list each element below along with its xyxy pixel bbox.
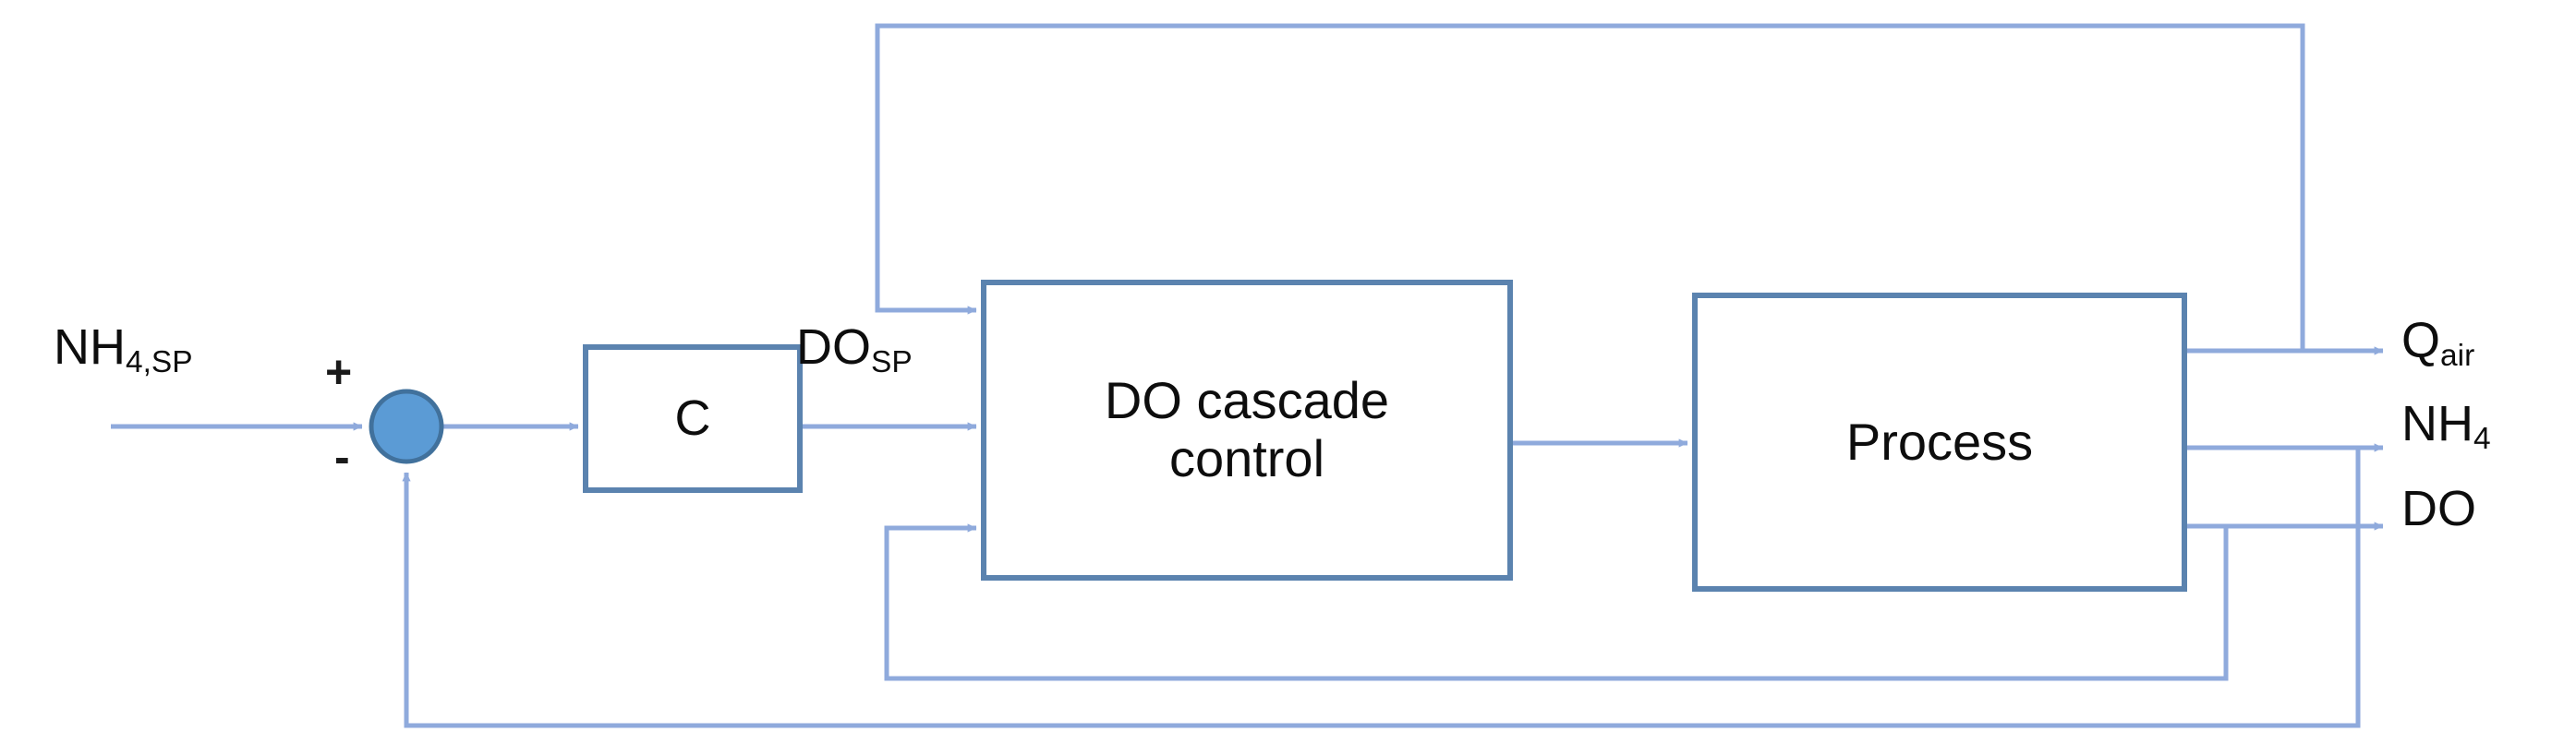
blocks-group [583, 280, 2187, 592]
do-cascade-control-block[interactable] [981, 280, 1513, 581]
wire-nh4-feedback-bottom [402, 448, 2361, 728]
controller-block[interactable] [583, 344, 803, 493]
process-block[interactable] [1692, 293, 2187, 592]
summing-junction-node[interactable] [369, 389, 444, 464]
connector-lines [111, 23, 2384, 728]
wire-do-feedback-middle [884, 523, 2229, 681]
wire-qair-feedback-top [875, 23, 2305, 351]
